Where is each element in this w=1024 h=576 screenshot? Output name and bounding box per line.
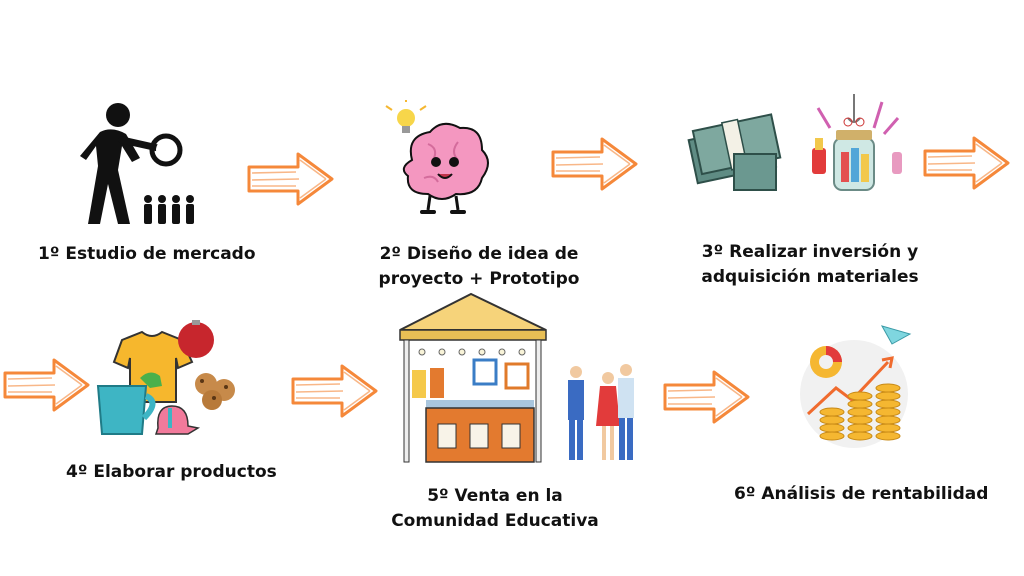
arrow-4-icon: [3, 358, 90, 412]
profitability-icon: [800, 325, 912, 448]
step-5-label: 5º Venta en la Comunidad Educativa: [391, 486, 599, 531]
arrow-5-icon: [291, 364, 378, 418]
arrow-1-icon: [247, 152, 334, 206]
step-2-label: 2º Diseño de idea de proyecto + Prototip…: [378, 244, 580, 289]
brain-idea-icon: [385, 100, 489, 214]
money-and-craft-supplies-icon: [687, 94, 902, 191]
arrow-6-icon: [663, 370, 750, 424]
step-6-label: 6º Análisis de rentabilidad: [734, 484, 989, 504]
arrow-2-icon: [551, 137, 638, 191]
step-3-label: 3º Realizar inversión y adquisición mate…: [701, 242, 919, 287]
products-icon: [96, 320, 235, 435]
market-stall-icon: [399, 292, 634, 463]
step-4-label: 4º Elaborar productos: [66, 462, 277, 482]
arrow-3-icon: [923, 136, 1010, 190]
market-research-icon: [80, 103, 194, 224]
step-1-label: 1º Estudio de mercado: [38, 244, 256, 264]
